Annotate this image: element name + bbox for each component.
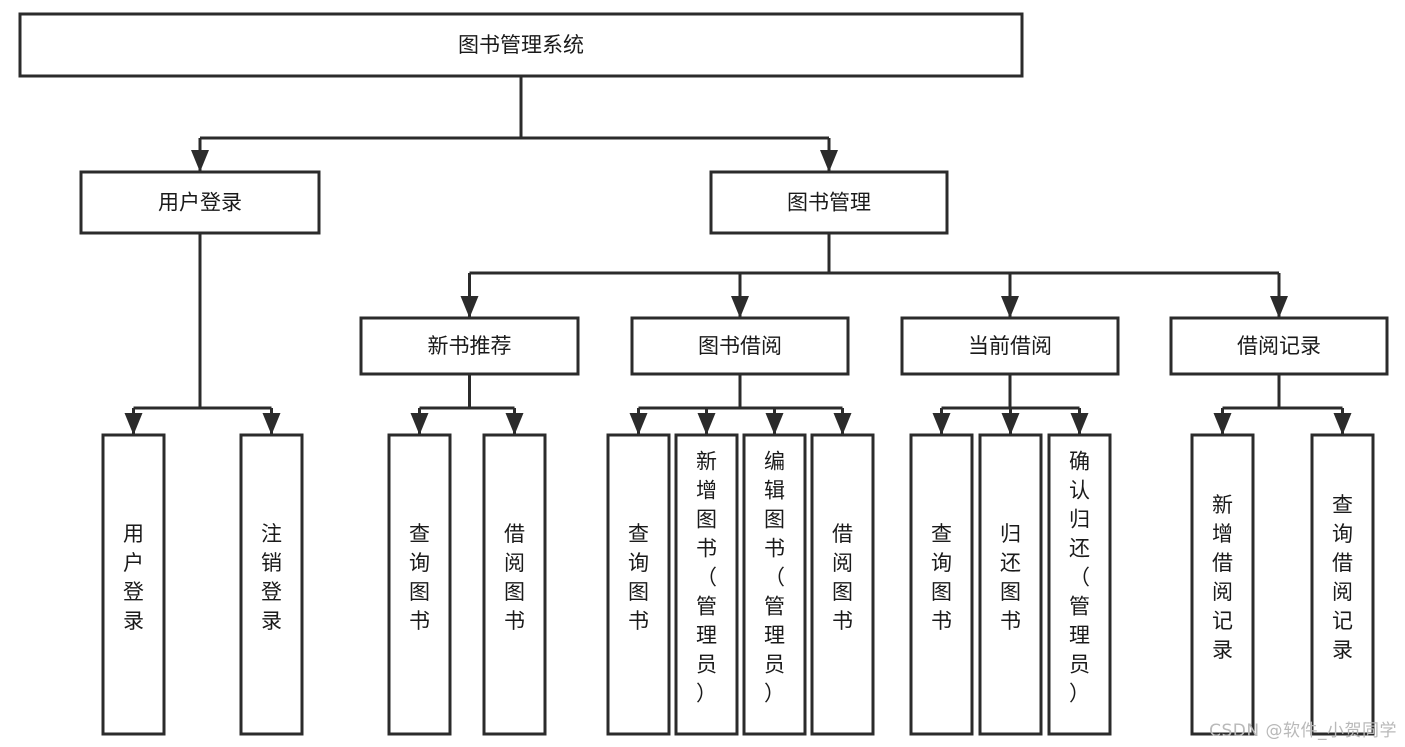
node-borrowing-records-label: 借阅记录 <box>1237 334 1321 358</box>
node-book-management-box <box>709 170 949 235</box>
leaf-confirm-return-admin-box <box>1047 433 1112 736</box>
leaf-query-borrow-record-box <box>1310 433 1375 736</box>
arrow-head-icon <box>1213 413 1232 435</box>
leaf-query-book-recommendation-box <box>387 433 452 736</box>
leaf-add-borrow-record[interactable]: 新增借阅记录 <box>1190 433 1255 736</box>
leaf-add-book-admin-label: 新增图书（管理员） <box>696 450 717 706</box>
leaf-borrow-book-recommendation[interactable]: 借阅图书 <box>482 433 547 736</box>
leaf-confirm-return-admin[interactable]: 确认归还（管理员） <box>1047 433 1112 736</box>
leaf-user-login-box <box>101 433 166 736</box>
leaf-edit-book-admin-box <box>742 433 807 736</box>
arrow-head-icon <box>124 413 143 435</box>
node-new-book-recommendation-box <box>359 316 580 376</box>
leaf-query-book-borrowing-box <box>606 433 671 736</box>
arrow-head-icon <box>765 413 784 435</box>
arrow-head-icon <box>1333 413 1352 435</box>
arrow-head-icon <box>697 413 716 435</box>
leaf-add-book-admin[interactable]: 新增图书（管理员） <box>674 433 739 736</box>
node-book-management-label: 图书管理 <box>787 191 871 215</box>
leaf-add-borrow-record-label: 新增借阅记录 <box>1212 493 1233 662</box>
leaf-query-book-recommendation[interactable]: 查询图书 <box>387 433 452 736</box>
leaf-borrow-book-recommendation-label: 借阅图书 <box>504 522 525 633</box>
arrow-head-icon <box>460 296 479 318</box>
leaf-logout-box <box>239 433 304 736</box>
leaf-logout-label: 注销登录 <box>261 522 282 633</box>
arrow-head-icon <box>1001 296 1019 318</box>
arrow-head-icon <box>505 413 524 435</box>
leaf-borrow-book-borrowing-box <box>810 433 875 736</box>
leaf-edit-book-admin-label: 编辑图书（管理员） <box>764 450 785 706</box>
leaf-query-book-current-box <box>909 433 974 736</box>
leaf-query-book-current[interactable]: 查询图书 <box>909 433 974 736</box>
node-borrowing-records[interactable]: 借阅记录 <box>1169 316 1389 376</box>
arrow-head-icon <box>191 150 209 172</box>
leaf-return-book-box <box>978 433 1043 736</box>
leaf-logout[interactable]: 注销登录 <box>239 433 304 736</box>
leaf-add-borrow-record-box <box>1190 433 1255 736</box>
leaf-user-login-label: 用户登录 <box>123 522 144 633</box>
arrow-head-icon <box>1001 413 1020 435</box>
arrow-head-icon <box>820 150 838 172</box>
leaf-query-book-recommendation-label: 查询图书 <box>409 522 430 633</box>
leaf-borrow-book-recommendation-box <box>482 433 547 736</box>
connector-layer <box>124 76 1352 435</box>
leaf-user-login[interactable]: 用户登录 <box>101 433 166 736</box>
root-node-book-management-system-box <box>18 12 1024 78</box>
node-user-login[interactable]: 用户登录 <box>79 170 321 235</box>
arrow-head-icon <box>731 296 749 318</box>
node-current-borrowing-label: 当前借阅 <box>968 334 1052 358</box>
arrow-head-icon <box>932 413 951 435</box>
leaf-query-borrow-record-label: 查询借阅记录 <box>1332 493 1353 662</box>
node-book-management[interactable]: 图书管理 <box>709 170 949 235</box>
arrow-head-icon <box>410 413 429 435</box>
node-user-login-box <box>79 170 321 235</box>
node-book-borrowing-label: 图书借阅 <box>698 334 782 358</box>
arrow-head-icon <box>1270 296 1288 318</box>
leaf-confirm-return-admin-label: 确认归还（管理员） <box>1069 450 1090 706</box>
leaf-return-book-label: 归还图书 <box>1000 522 1021 633</box>
leaf-query-borrow-record[interactable]: 查询借阅记录 <box>1310 433 1375 736</box>
root-node-book-management-system-label: 图书管理系统 <box>458 33 584 57</box>
node-user-login-label: 用户登录 <box>158 191 242 215</box>
root-node-book-management-system[interactable]: 图书管理系统 <box>18 12 1024 78</box>
node-borrowing-records-box <box>1169 316 1389 376</box>
leaf-query-book-current-label: 查询图书 <box>931 522 952 633</box>
leaf-query-book-borrowing-label: 查询图书 <box>628 522 649 633</box>
node-book-borrowing-box <box>630 316 850 376</box>
arrow-head-icon <box>1070 413 1089 435</box>
arrow-head-icon <box>629 413 648 435</box>
leaf-query-book-borrowing[interactable]: 查询图书 <box>606 433 671 736</box>
leaf-borrow-book-borrowing[interactable]: 借阅图书 <box>810 433 875 736</box>
arrow-head-icon <box>833 413 852 435</box>
node-new-book-recommendation[interactable]: 新书推荐 <box>359 316 580 376</box>
node-new-book-recommendation-label: 新书推荐 <box>428 334 512 358</box>
node-current-borrowing-box <box>900 316 1120 376</box>
node-current-borrowing[interactable]: 当前借阅 <box>900 316 1120 376</box>
arrow-head-icon <box>262 413 281 435</box>
leaf-return-book[interactable]: 归还图书 <box>978 433 1043 736</box>
node-book-borrowing[interactable]: 图书借阅 <box>630 316 850 376</box>
leaf-edit-book-admin[interactable]: 编辑图书（管理员） <box>742 433 807 736</box>
leaf-borrow-book-borrowing-label: 借阅图书 <box>832 522 853 633</box>
node-layer: 图书管理系统用户登录图书管理用户登录注销登录新书推荐图书借阅当前借阅借阅记录查询… <box>18 12 1389 736</box>
leaf-add-book-admin-box <box>674 433 739 736</box>
